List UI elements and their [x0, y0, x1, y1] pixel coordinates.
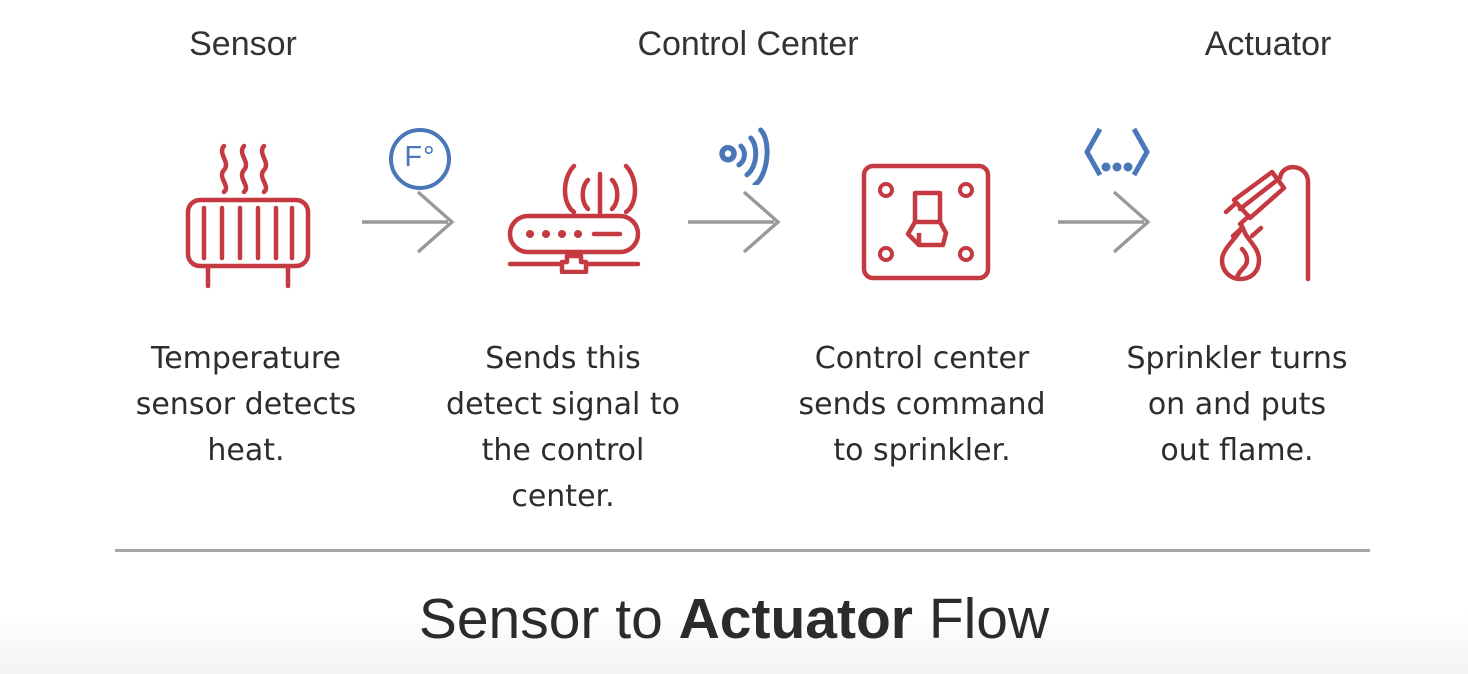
- flow-title-suffix: Flow: [912, 587, 1050, 651]
- column-label-control-center: Control Center: [637, 25, 859, 63]
- divider-line: [115, 549, 1370, 552]
- column-label-sensor: Sensor: [189, 25, 297, 63]
- arrow-right-icon: [362, 190, 457, 254]
- step-caption-router: Sends this detect signal to the control …: [446, 341, 680, 514]
- switch-panel-icon: [861, 163, 991, 281]
- column-label-actuator: Actuator: [1204, 25, 1332, 63]
- step-caption-sprinkler: Sprinkler turns on and puts out flame.: [1126, 341, 1348, 468]
- flow-title-bold: Actuator: [678, 587, 913, 651]
- step-caption-sensor: Temperature sensor detects heat.: [135, 341, 357, 468]
- step-caption-control-center: Control center sends command to sprinkle…: [798, 341, 1046, 468]
- flow-title-prefix: Sensor to: [418, 587, 679, 651]
- heat-sensor-icon: [172, 140, 322, 290]
- arrow-right-icon: [688, 190, 783, 254]
- arrow-right-icon: [1058, 190, 1153, 254]
- fahrenheit-badge-icon: F°: [389, 128, 451, 190]
- flow-title: Sensor to Actuator Flow: [0, 589, 1468, 649]
- wireless-signal-icon: [712, 121, 774, 185]
- wireless-router-icon: [504, 160, 644, 274]
- code-command-icon: [1082, 127, 1152, 177]
- sprinkler-flame-icon: [1202, 160, 1320, 282]
- fahrenheit-badge-text: F°: [404, 141, 436, 173]
